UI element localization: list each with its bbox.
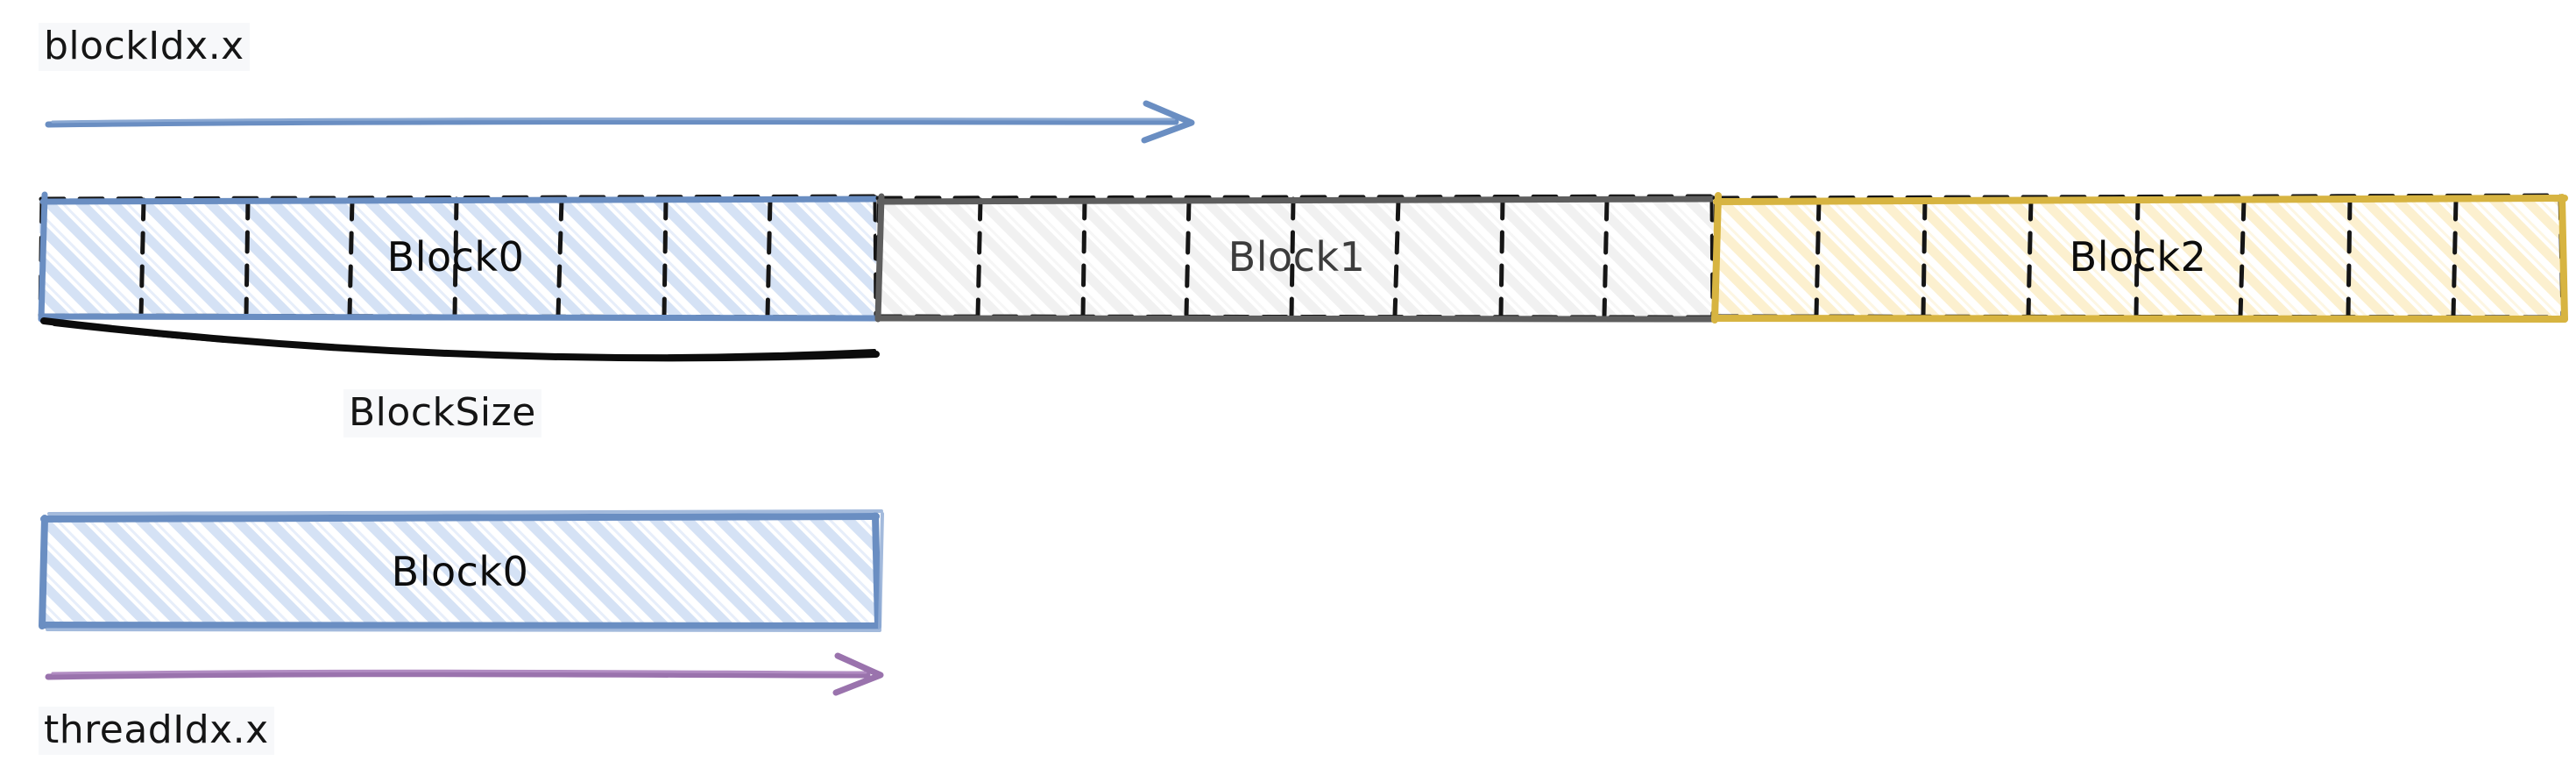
blocksize-brace [40, 317, 880, 362]
grid-block-2 [1711, 192, 2568, 324]
grid-block-1-label: Block1 [1228, 233, 1366, 281]
blockidx-axis-label: blockIdx.x [39, 23, 250, 71]
threadidx-arrow [45, 652, 884, 696]
blocksize-label: BlockSize [343, 389, 541, 437]
blockidx-arrow [45, 100, 1195, 144]
thread-block-0 [39, 509, 884, 632]
grid-block-2-label: Block2 [2069, 233, 2207, 281]
grid-block-0 [38, 191, 880, 323]
threadidx-axis-label: threadIdx.x [39, 707, 274, 755]
thread-block-0-label: Block0 [391, 548, 529, 595]
grid-block-1 [874, 193, 1716, 323]
grid-block-0-label: Block0 [386, 233, 525, 281]
